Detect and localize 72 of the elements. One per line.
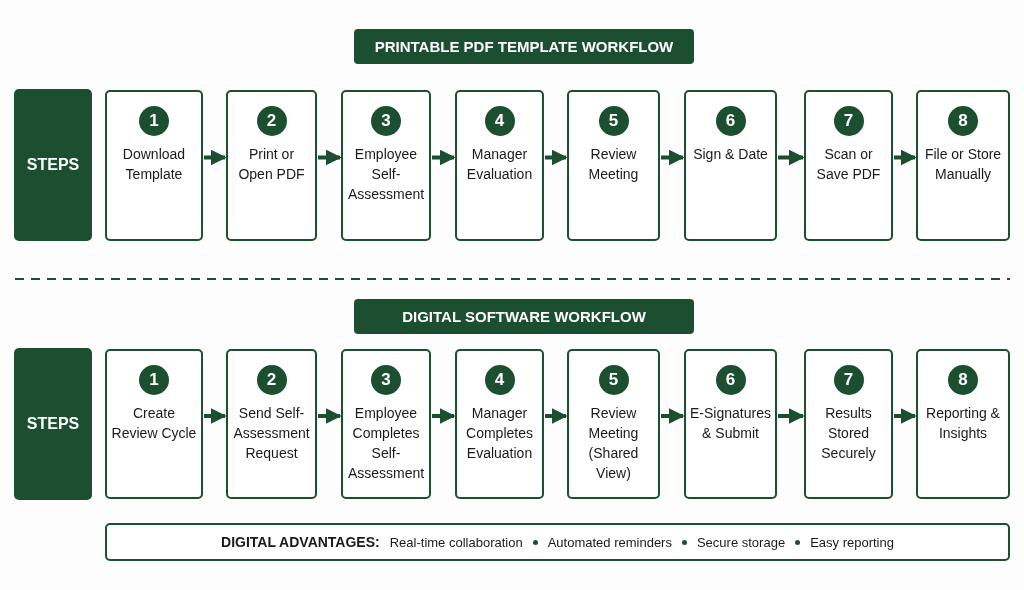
step-label: Reporting & Insights [925, 404, 1001, 443]
arrow [778, 408, 805, 424]
arrow [661, 149, 685, 166]
step-box [105, 90, 203, 241]
arrow [432, 408, 456, 424]
arrow [545, 408, 568, 424]
step-number-badge: 8 [948, 365, 978, 395]
advantages-heading: DIGITAL ADVANTAGES: [221, 534, 380, 550]
step-number-badge: 6 [715, 106, 746, 136]
title-banner: PRINTABLE PDF TEMPLATE WORKFLOW [354, 29, 694, 64]
step-box [804, 349, 893, 499]
step-label: Employee Completes Self-Assessment [346, 404, 426, 483]
step-box [455, 349, 544, 499]
step-box [916, 90, 1010, 241]
arrow [204, 149, 227, 166]
step-number-badge: 3 [371, 106, 401, 136]
step-label: Employee Self-Assessment [346, 145, 426, 204]
step-number-badge: 5 [598, 365, 629, 395]
step-label: Results Stored Securely [820, 404, 877, 463]
step-box [804, 90, 893, 241]
step-number-badge: 3 [371, 365, 401, 395]
arrow [778, 149, 805, 166]
step-number-badge: 1 [139, 365, 169, 395]
arrow [894, 408, 917, 424]
step-box [226, 349, 317, 499]
step-number-badge: 4 [484, 106, 515, 136]
arrow [432, 149, 456, 166]
arrow [661, 408, 685, 424]
advantages-bar [105, 523, 1010, 561]
step-label: Download Template [121, 145, 187, 184]
advantage-item: Secure storage [696, 534, 786, 550]
step-label: Review Meeting (Shared View) [587, 404, 640, 483]
step-box [226, 90, 317, 241]
step-box [105, 349, 203, 499]
step-number-badge: 2 [256, 365, 287, 395]
title-banner: DIGITAL SOFTWARE WORKFLOW [354, 299, 694, 334]
step-label: Manager Evaluation [465, 145, 534, 184]
step-box [684, 90, 777, 241]
steps-label-box: STEPS [14, 348, 92, 500]
step-number-badge: 1 [139, 106, 169, 136]
steps-label-box: STEPS [14, 89, 92, 241]
step-box [567, 349, 660, 499]
step-box [341, 90, 431, 241]
step-label: File or Store Manually [923, 145, 1003, 184]
step-label: Manager Completes Evaluation [465, 404, 534, 463]
step-number-badge: 8 [948, 106, 978, 136]
step-label: Create Review Cycle [110, 404, 198, 443]
step-label: Scan or Save PDF [815, 145, 882, 184]
step-box [567, 90, 660, 241]
step-label: Sign & Date [692, 145, 769, 164]
step-number-badge: 2 [256, 106, 287, 136]
step-label: Review Meeting [587, 145, 640, 184]
advantage-item: Real-time collaboration [389, 534, 523, 550]
step-label: Print or Open PDF [237, 145, 306, 184]
step-box [916, 349, 1010, 499]
step-label: E-Signatures & Submit [689, 404, 772, 443]
arrow [545, 149, 568, 166]
step-box [684, 349, 777, 499]
step-label: Send Self-Assessment Request [232, 404, 311, 463]
arrow [318, 149, 342, 166]
arrow [894, 149, 917, 166]
step-number-badge: 7 [833, 365, 864, 395]
step-box [455, 90, 544, 241]
step-number-badge: 7 [833, 106, 864, 136]
step-number-badge: 5 [598, 106, 629, 136]
advantage-item: Automated reminders [547, 534, 672, 550]
step-number-badge: 4 [484, 365, 515, 395]
step-number-badge: 6 [715, 365, 746, 395]
arrow [318, 408, 342, 424]
advantage-item: Easy reporting [810, 534, 894, 550]
step-box [341, 349, 431, 499]
arrow [204, 408, 227, 424]
